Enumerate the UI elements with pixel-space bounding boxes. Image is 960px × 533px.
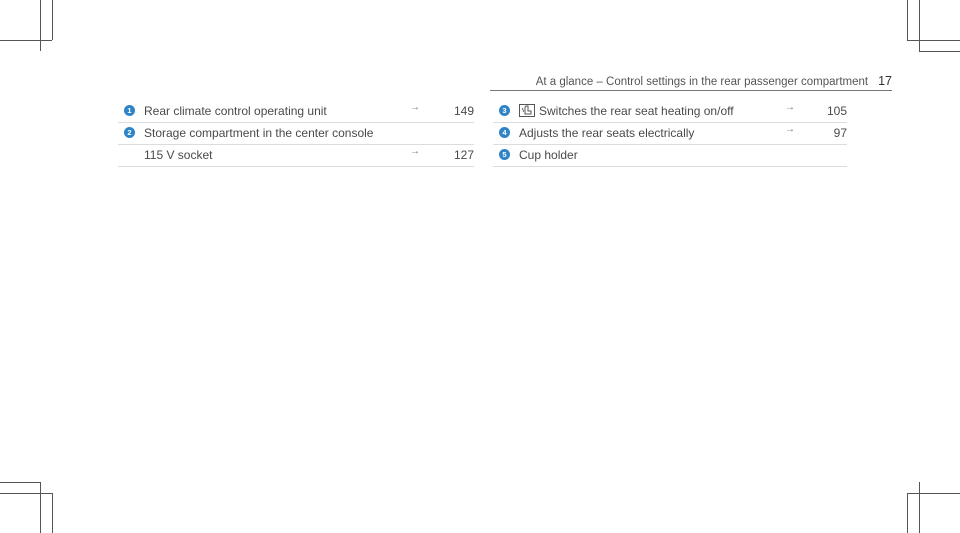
legend-label-with-icon: Switches the rear seat heating on/off [519, 104, 734, 118]
page-reference-link[interactable]: 127 [453, 148, 474, 162]
arrow-right-icon: → [785, 124, 795, 135]
crop-mark-top-left-horizontal [0, 40, 52, 41]
legend-label: 115 V socket [144, 148, 213, 162]
page-reference-link[interactable]: 97 [833, 126, 847, 140]
crop-mark-bottom-left-vertical [40, 482, 41, 533]
crop-mark-bottom-right-vertical [907, 493, 908, 533]
arrow-right-icon: → [410, 146, 420, 157]
crop-mark-bottom-right-horizontal [907, 493, 960, 494]
page-reference-link[interactable]: 149 [453, 104, 474, 118]
crop-mark-bottom-left-horizontal [0, 482, 40, 483]
legend-right-column: 3 Switches the rear seat heating on/off … [493, 101, 847, 167]
legend-item-4: 4 Adjusts the rear seats electrically → … [493, 123, 847, 145]
legend-item-3: 3 Switches the rear seat heating on/off … [493, 101, 847, 123]
page-number: 17 [878, 74, 892, 88]
crop-mark-bottom-left-horizontal-inner [0, 493, 52, 494]
legend-label: Adjusts the rear seats electrically [519, 126, 695, 140]
callout-marker: 3 [499, 105, 510, 116]
crop-mark-top-right-horizontal-inner [919, 51, 960, 52]
crop-mark-top-right-vertical-inner [919, 0, 920, 51]
callout-marker: 1 [124, 105, 135, 116]
arrow-right-icon: → [410, 102, 420, 113]
seat-heating-icon [519, 104, 535, 117]
legend-label: Cup holder [519, 148, 578, 162]
arrow-right-icon: → [785, 102, 795, 113]
crop-mark-top-right-vertical [907, 0, 908, 40]
crop-mark-top-left-vertical-inner [52, 0, 53, 40]
legend-label: Rear climate control operating unit [144, 104, 327, 118]
legend-item-5: 5 Cup holder [493, 145, 847, 167]
legend-item-2-sub: 115 V socket → 127 [118, 145, 474, 167]
callout-marker: 2 [124, 127, 135, 138]
section-title: At a glance – Control settings in the re… [535, 76, 869, 88]
legend-item-1: 1 Rear climate control operating unit → … [118, 101, 474, 123]
crop-mark-bottom-right-vertical-inner [919, 482, 920, 533]
page-reference-link[interactable]: 105 [826, 104, 847, 118]
legend-label: Switches the rear seat heating on/off [539, 104, 734, 118]
crop-mark-top-left-vertical [40, 0, 41, 51]
running-header: At a glance – Control settings in the re… [490, 73, 892, 91]
legend-left-column: 1 Rear climate control operating unit → … [118, 101, 474, 167]
legend-label: Storage compartment in the center consol… [144, 126, 374, 140]
crop-mark-bottom-left-vertical-inner [52, 493, 53, 533]
callout-marker: 4 [499, 127, 510, 138]
callout-marker: 5 [499, 149, 510, 160]
legend-item-2: 2 Storage compartment in the center cons… [118, 123, 474, 145]
crop-mark-top-right-horizontal [907, 40, 960, 41]
